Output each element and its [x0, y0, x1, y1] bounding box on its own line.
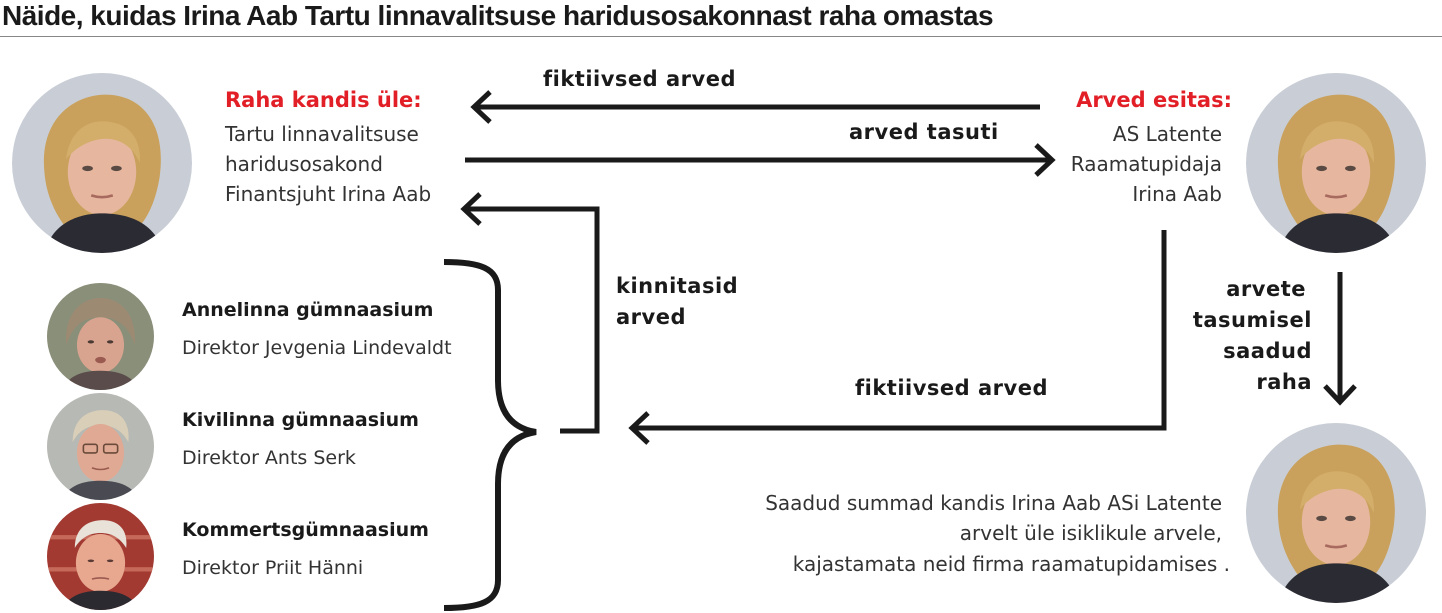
- portrait-woman-icon: [1246, 73, 1426, 253]
- label-tasumisel: tasumisel: [1192, 308, 1312, 332]
- portrait-man-icon: [47, 393, 154, 500]
- avatar-irina-aab-right-bottom: [1246, 423, 1426, 603]
- left-line-1: Tartu linnavalitsuse: [225, 122, 419, 146]
- label-arvete: arvete: [1226, 277, 1306, 301]
- avatar-director-hanni: [47, 503, 154, 610]
- arrow-invoices-to-schools: [634, 230, 1167, 431]
- label-kinnitasid: kinnitasid: [616, 274, 739, 298]
- right-line-2: Raamatupidaja: [1070, 152, 1222, 176]
- title-divider: [0, 36, 1442, 37]
- right-heading: Arved esitas:: [1076, 88, 1232, 112]
- avatar-irina-aab-right-top: [1246, 73, 1426, 253]
- page-title: Näide, kuidas Irina Aab Tartu linnavalit…: [2, 0, 994, 31]
- bottom-text-line-3: kajastamata neid firma raamatupidamises …: [792, 552, 1230, 576]
- left-heading: Raha kandis üle:: [225, 88, 422, 112]
- portrait-woman-icon: [47, 283, 154, 390]
- right-line-1: AS Latente: [1112, 122, 1222, 146]
- school-director-1: Direktor Jevgenia Lindevaldt: [182, 337, 452, 359]
- left-line-2: haridusosakond: [225, 152, 383, 176]
- portrait-woman-icon: [1246, 423, 1426, 603]
- avatar-director-lindevaldt: [47, 283, 154, 390]
- label-arved-tasuti: arved tasuti: [849, 120, 999, 144]
- left-line-3: Finantsjuht Irina Aab: [225, 182, 432, 206]
- label-fiktiivsed-arved-top: fiktiivsed arved: [543, 67, 737, 91]
- arrow-confirmation: [466, 206, 600, 434]
- label-arved: arved: [616, 305, 686, 329]
- label-fiktiivsed-arved-bottom: fiktiivsed arved: [855, 376, 1049, 400]
- school-director-3: Direktor Priit Hänni: [182, 557, 364, 579]
- bottom-text-line-1: Saadud summad kandis Irina Aab ASi Laten…: [765, 491, 1222, 515]
- portrait-man-icon: [47, 503, 154, 610]
- label-saadud: saadud: [1223, 339, 1312, 363]
- school-director-2: Direktor Ants Serk: [182, 447, 356, 469]
- school-name-3: Kommertsgümnaasium: [182, 519, 429, 541]
- school-name-1: Annelinna gümnaasium: [182, 299, 434, 321]
- portrait-woman-icon: [12, 73, 192, 253]
- schools-brace: [443, 259, 537, 611]
- label-raha: raha: [1256, 370, 1312, 394]
- avatar-director-serk: [47, 393, 154, 500]
- bottom-text-line-2: arvelt üle isiklikule arvele,: [959, 521, 1222, 545]
- avatar-irina-aab-left: [12, 73, 192, 253]
- school-name-2: Kivilinna gümnaasium: [182, 409, 419, 431]
- right-line-3: Irina Aab: [1132, 182, 1222, 206]
